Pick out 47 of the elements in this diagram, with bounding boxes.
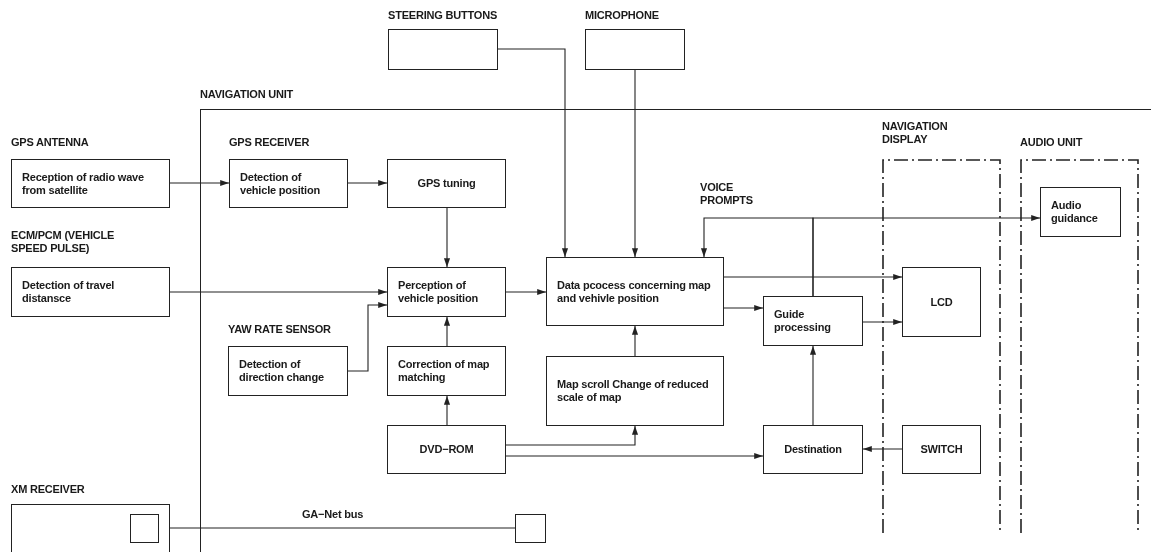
process-box: Perception of vehicle position — [387, 267, 506, 317]
process-box: GPS tuning — [387, 159, 506, 208]
arrow — [862, 445, 903, 453]
arrow — [443, 316, 451, 347]
arrow — [631, 325, 639, 357]
arrow — [862, 318, 903, 326]
component-heading: GPS ANTENNA — [11, 136, 89, 149]
arrow — [347, 179, 388, 187]
process-box: Destination — [763, 425, 863, 474]
arrow — [812, 214, 1041, 297]
process-box: LCD — [902, 267, 981, 337]
arrow — [631, 69, 639, 258]
process-box: Correction of map matching — [387, 346, 506, 396]
arrow — [809, 345, 817, 426]
component-heading: GPS RECEIVER — [229, 136, 310, 149]
process-box: Map scroll Change of reduced scale of map — [546, 356, 724, 426]
component-heading: NAVIGATION DISPLAY — [882, 120, 949, 146]
component-heading: YAW RATE SENSOR — [228, 323, 331, 336]
arrow — [505, 425, 639, 446]
port-box — [515, 514, 546, 543]
arrow — [443, 395, 451, 426]
edge-label: GA−Net bus — [300, 508, 366, 521]
arrow — [169, 288, 388, 296]
arrow — [505, 452, 764, 460]
component-heading: AUDIO UNIT — [1020, 136, 1083, 149]
component-heading: ECM/PCM (VEHICLE SPEED PULSE) — [11, 229, 116, 255]
arrow — [497, 48, 569, 258]
process-box: Guide processing — [763, 296, 863, 346]
component-heading: STEERING BUTTONS — [388, 9, 498, 22]
port-box — [130, 514, 159, 543]
arrow — [505, 288, 547, 296]
arrow — [169, 179, 230, 187]
arrow — [443, 207, 451, 268]
process-box: DVD−ROM — [387, 425, 506, 474]
process-box: Detection of direction change — [228, 346, 348, 396]
process-box: Detection of vehicle position — [229, 159, 348, 208]
process-box: Audio guidance — [1040, 187, 1121, 237]
process-box: Data pcocess concerning map and vehivle position — [546, 257, 724, 326]
unit-heading: NAVIGATION UNIT — [200, 88, 294, 101]
arrow — [347, 301, 388, 372]
component-heading: MICROPHONE — [585, 9, 659, 22]
process-box: Reception of radio wave from satellite — [11, 159, 170, 208]
process-box: Detection of travel distansce — [11, 267, 170, 317]
component-heading: XM RECEIVER — [11, 483, 85, 496]
arrow — [723, 304, 764, 312]
process-box: SWITCH — [902, 425, 981, 474]
arrow — [723, 273, 903, 281]
